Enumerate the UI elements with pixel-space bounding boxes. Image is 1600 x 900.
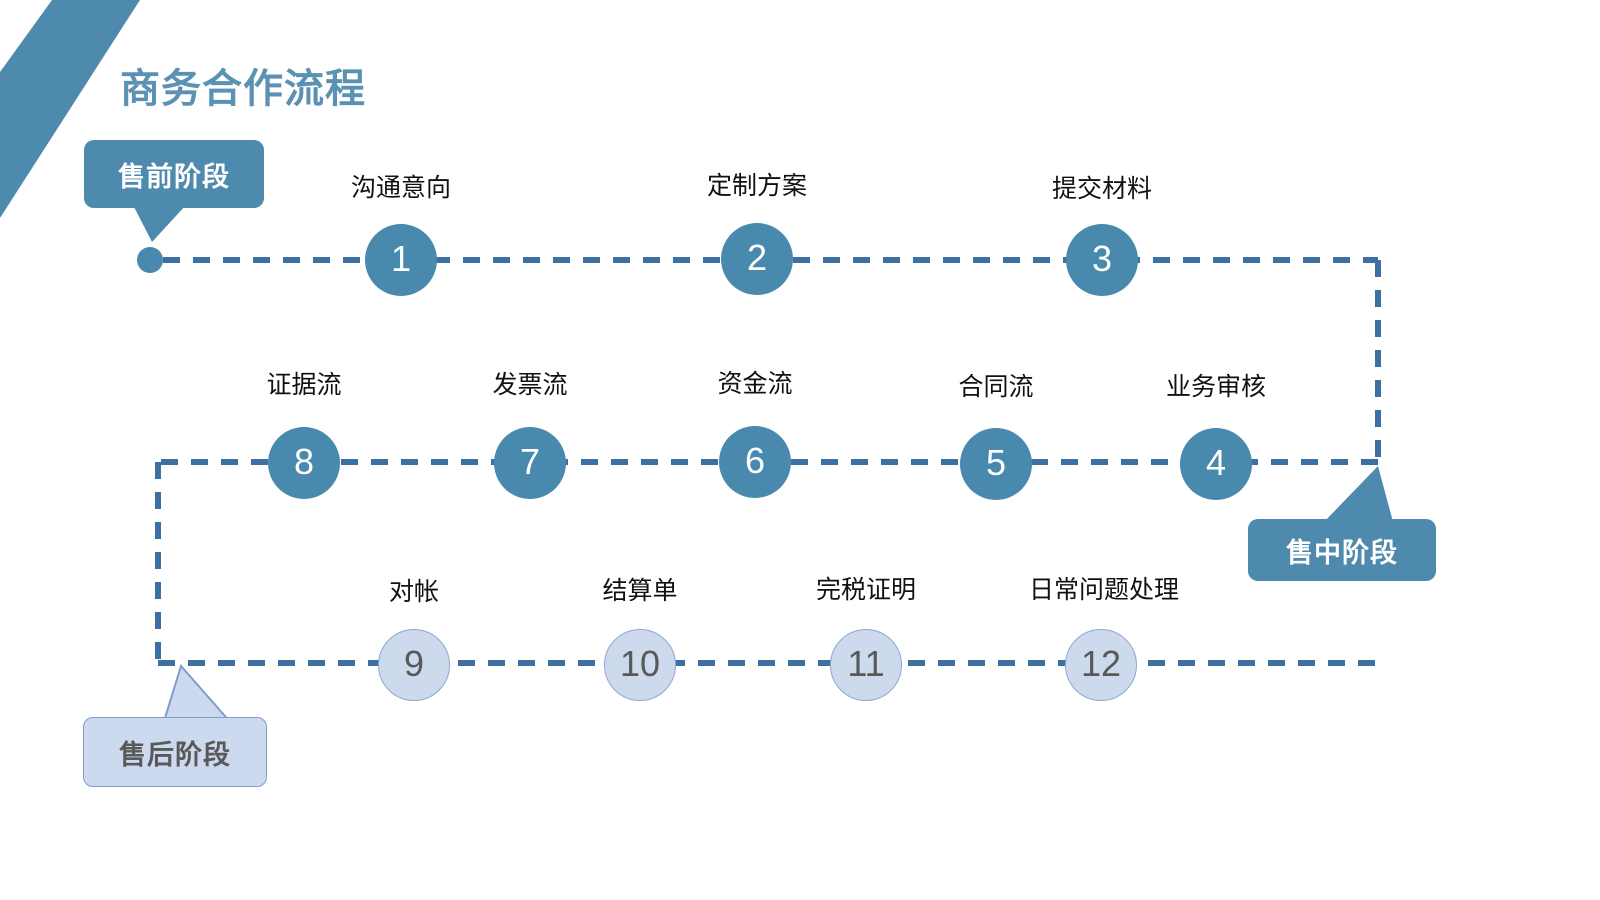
step-node-5[interactable]: 5 — [960, 428, 1032, 500]
step-caption-8: 证据流 — [266, 371, 342, 399]
step-node-6[interactable]: 6 — [719, 426, 791, 498]
callout-post-sale[interactable]: 售后阶段 — [83, 717, 267, 787]
step-caption-5: 合同流 — [958, 373, 1034, 401]
step-node-3[interactable]: 3 — [1066, 224, 1138, 296]
step-caption-12: 日常问题处理 — [1028, 576, 1180, 604]
step-caption-10: 结算单 — [602, 577, 678, 605]
step-number-1: 1 — [390, 238, 412, 279]
step-number-4: 4 — [1205, 442, 1227, 483]
step-node-1[interactable]: 1 — [365, 224, 437, 296]
callout-tail-post-sale — [163, 663, 235, 726]
step-number-2: 2 — [746, 237, 768, 278]
step-caption-2: 定制方案 — [706, 172, 808, 200]
step-caption-7: 发票流 — [492, 371, 568, 399]
step-caption-6: 资金流 — [717, 370, 793, 398]
diagonal-band-decoration — [0, 0, 140, 218]
callout-tail-mid-sale — [1322, 466, 1396, 533]
callout-pre-sale[interactable]: 售前阶段 — [84, 140, 264, 208]
step-node-2[interactable]: 2 — [721, 223, 793, 295]
step-number-3: 3 — [1091, 238, 1113, 279]
step-number-11: 11 — [847, 643, 885, 684]
step-node-8[interactable]: 8 — [268, 427, 340, 499]
step-number-8: 8 — [293, 441, 315, 482]
step-number-7: 7 — [519, 441, 541, 482]
step-caption-3: 提交材料 — [1051, 175, 1153, 203]
callout-tail-pre-sale — [133, 205, 186, 242]
page-title: 商务合作流程 — [120, 67, 366, 111]
callout-mid-sale[interactable]: 售中阶段 — [1248, 519, 1436, 581]
step-caption-9: 对帐 — [388, 578, 440, 606]
step-number-9: 9 — [403, 643, 425, 684]
step-node-11[interactable]: 11 — [830, 629, 902, 701]
step-number-5: 5 — [985, 442, 1007, 483]
step-caption-11: 完税证明 — [815, 576, 917, 604]
step-node-4[interactable]: 4 — [1180, 428, 1252, 500]
step-node-9[interactable]: 9 — [378, 629, 450, 701]
step-node-10[interactable]: 10 — [604, 629, 676, 701]
step-node-7[interactable]: 7 — [494, 427, 566, 499]
step-number-6: 6 — [744, 440, 766, 481]
step-node-12[interactable]: 12 — [1065, 629, 1137, 701]
step-caption-1: 沟通意向 — [350, 174, 452, 202]
flow-start-dot — [137, 247, 163, 273]
step-caption-4: 业务审核 — [1165, 373, 1267, 401]
step-number-12: 12 — [1080, 643, 1122, 684]
step-number-10: 10 — [619, 643, 661, 684]
